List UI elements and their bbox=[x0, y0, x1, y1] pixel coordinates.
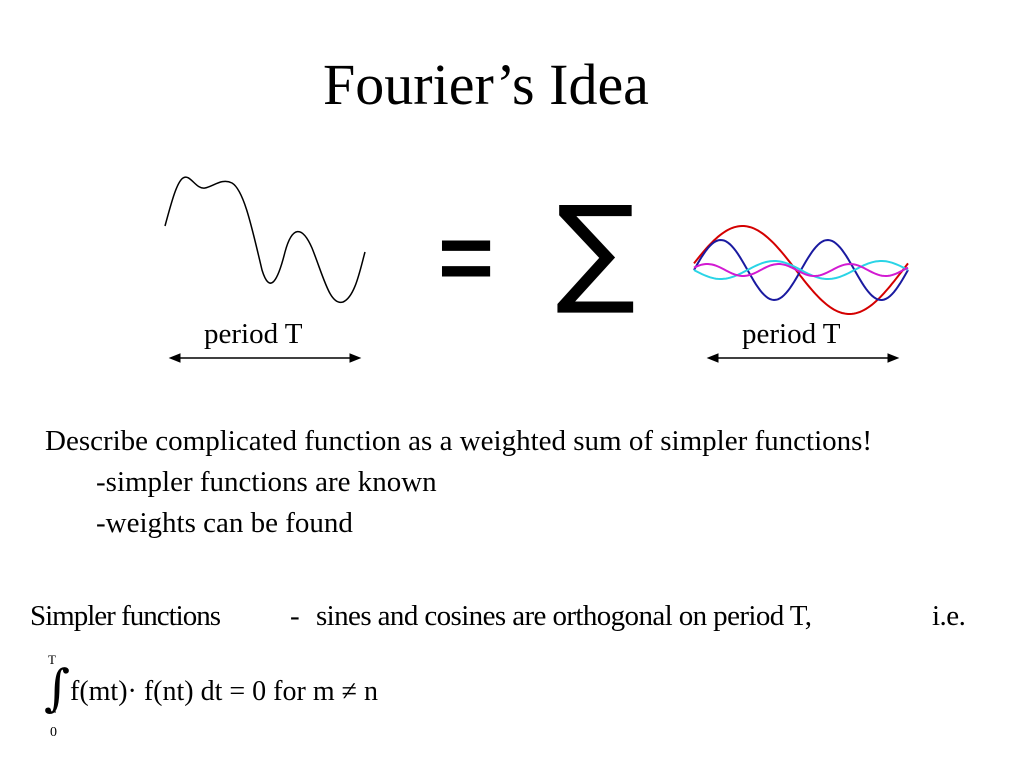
red-sine-wave bbox=[693, 225, 909, 315]
bullet-weights: -weights can be found bbox=[96, 507, 353, 539]
integral-lower-limit: 0 bbox=[50, 725, 57, 740]
equals-sign: = bbox=[438, 204, 495, 311]
bullet-known: -simpler functions are known bbox=[96, 466, 437, 498]
magenta-sine-wave bbox=[693, 262, 909, 278]
description-text: Describe complicated function as a weigh… bbox=[45, 425, 873, 457]
integral-expression: f(mt)· f(nt) dt = 0 for m ≠ n bbox=[70, 676, 378, 707]
period-arrow-left bbox=[168, 353, 362, 363]
period-arrow-right bbox=[706, 353, 900, 363]
integral-sign: ∫ bbox=[44, 659, 71, 717]
orthogonal-statement: sines and cosines are orthogonal on peri… bbox=[316, 600, 812, 632]
period-label-left: period T bbox=[204, 318, 303, 350]
summation-symbol: ∑ bbox=[556, 180, 636, 318]
period-label-right: period T bbox=[742, 318, 841, 350]
integral-upper-limit: T bbox=[48, 652, 56, 667]
complicated-function-curve bbox=[164, 176, 366, 303]
cyan-sine-wave bbox=[693, 260, 909, 280]
separator-dash: - bbox=[290, 600, 300, 632]
ie-label: i.e. bbox=[932, 600, 966, 632]
simpler-functions-label: Simpler functions bbox=[30, 600, 221, 632]
slide-title: Fourier’s Idea bbox=[323, 52, 649, 117]
sine-components bbox=[693, 225, 909, 315]
